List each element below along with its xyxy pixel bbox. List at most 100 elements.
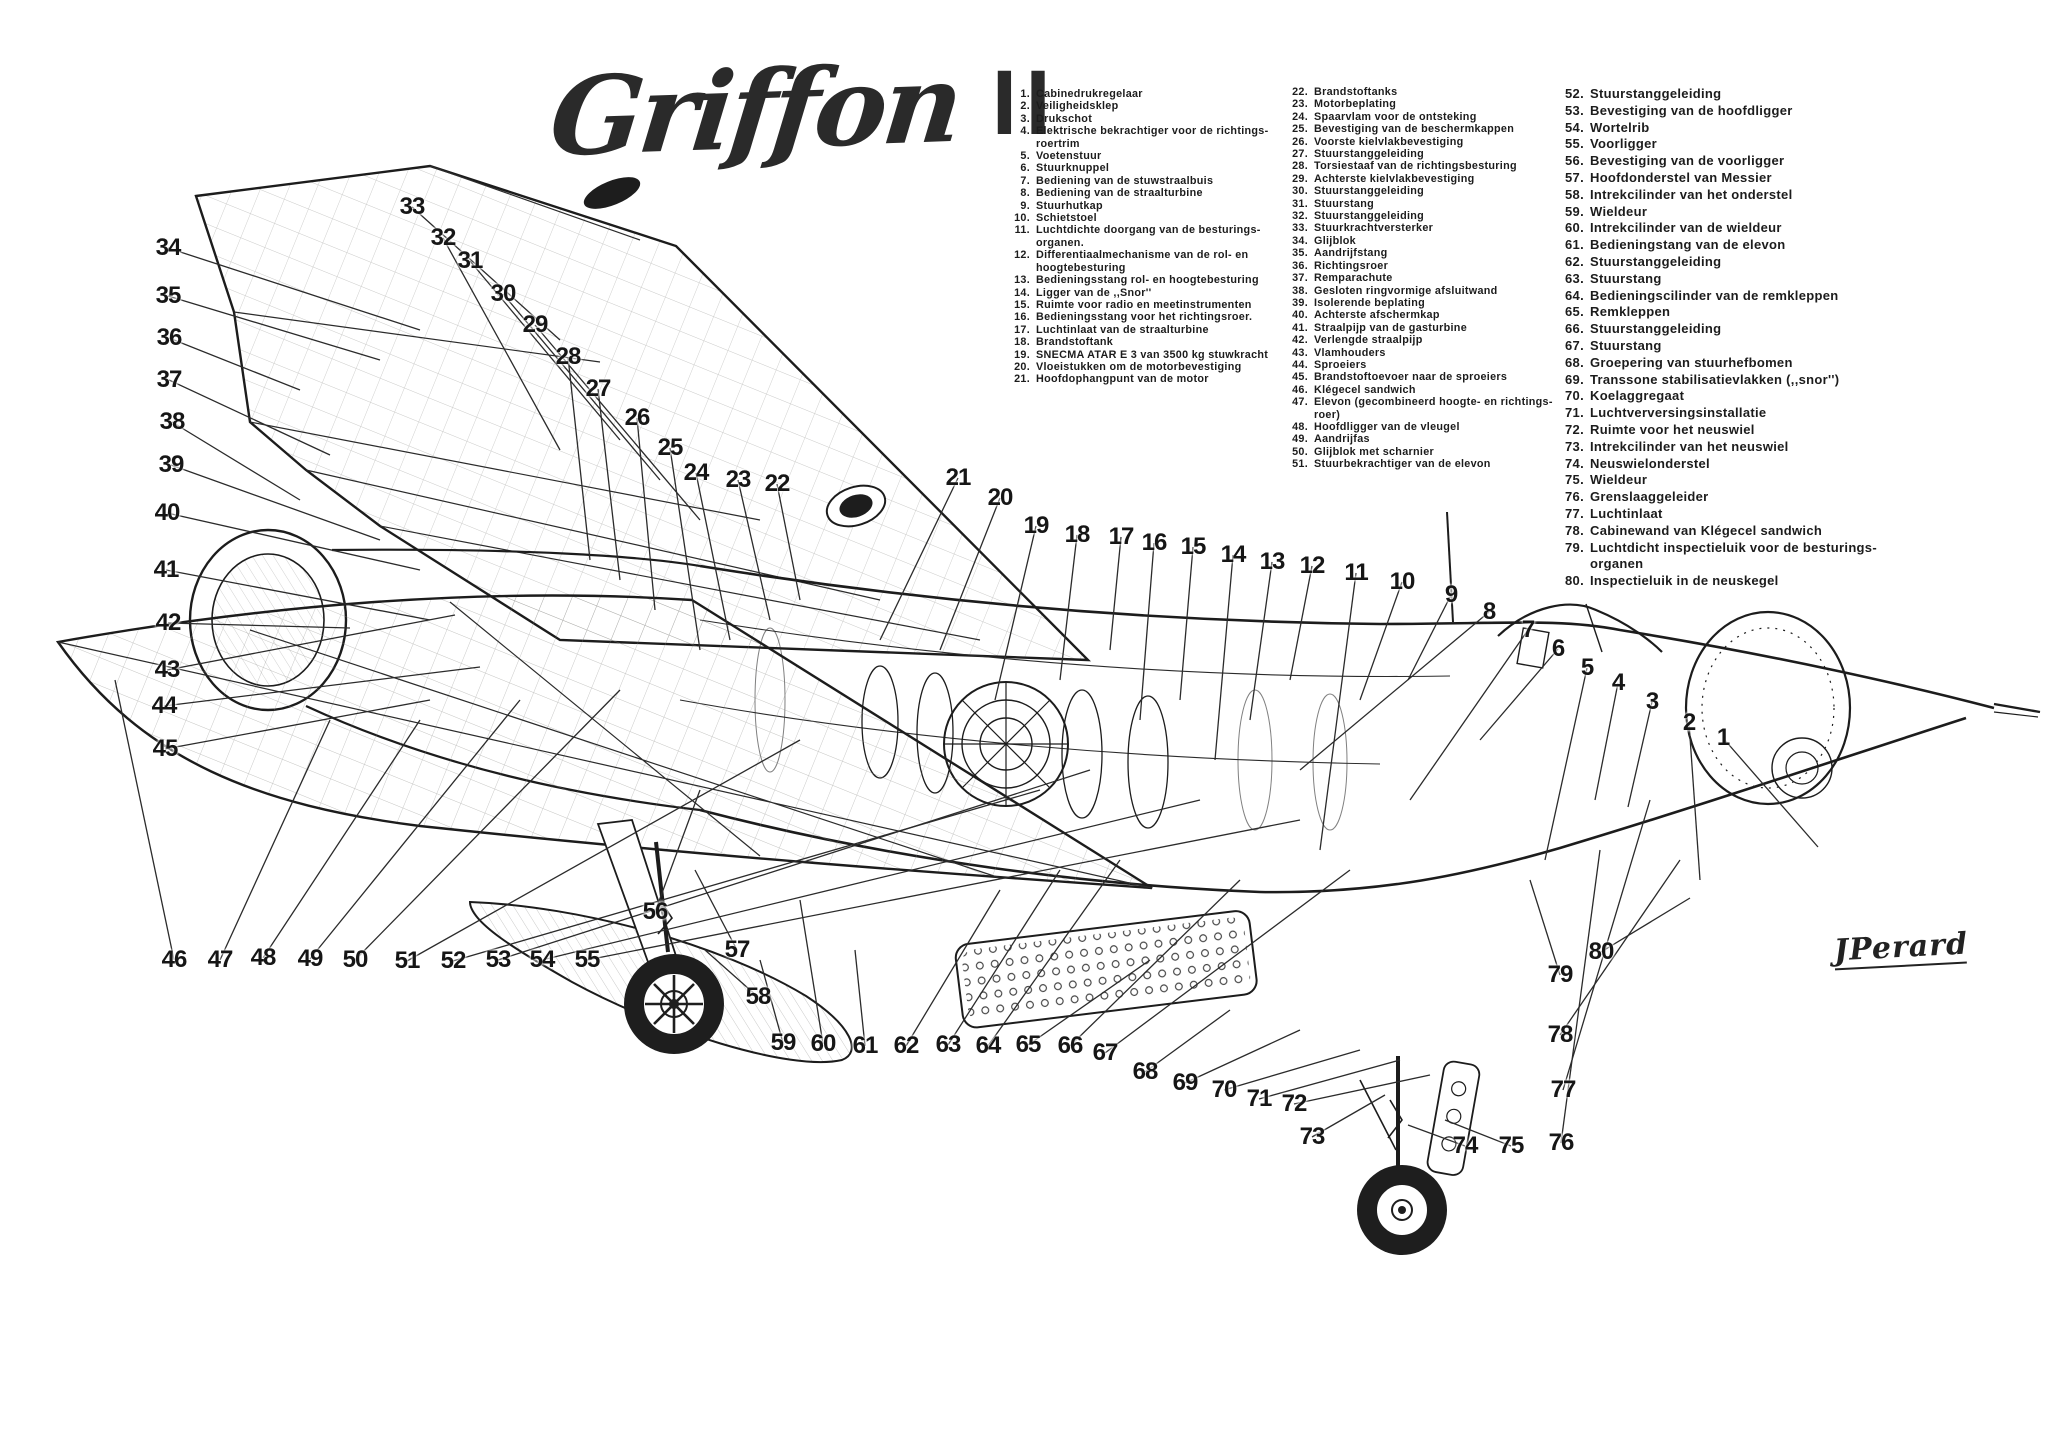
- air-brake-panel: [954, 910, 1258, 1029]
- legend-item-label: Bediening van de stuwstraalbuis: [1036, 174, 1214, 187]
- legend-item-number: 17.: [1014, 323, 1030, 336]
- legend-item-53: 53.Bevestiging van de hoofdligger: [1556, 103, 1902, 120]
- legend-item-number: 77.: [1565, 505, 1584, 521]
- callout-number-20: 20: [987, 484, 1014, 511]
- leader-line-12: [1289, 565, 1313, 681]
- legend-item-number: 13.: [1014, 274, 1030, 287]
- leader-line-49: [309, 699, 521, 960]
- callout-number-10: 10: [1389, 568, 1416, 595]
- leader-line-38: [171, 421, 301, 501]
- callout-number-43: 43: [154, 656, 181, 683]
- leader-line-24: [695, 472, 731, 641]
- legend-item-number: 7.: [1020, 174, 1030, 187]
- leader-line-10: [1359, 581, 1403, 701]
- legend-item-label: Stuurstanggeleiding: [1314, 185, 1425, 198]
- legend-item-number: 76.: [1565, 489, 1584, 505]
- legend-item-label: Motorbeplating: [1314, 98, 1397, 111]
- callout-number-61: 61: [852, 1032, 879, 1059]
- leader-line-52: [452, 789, 1041, 962]
- legend-item-label: Achterste kielvlakbevestiging: [1314, 172, 1475, 185]
- legend-item-label: Ruimte voor het neuswiel: [1590, 421, 1755, 437]
- legend-item-65: 65.Remkleppen: [1556, 304, 1902, 321]
- legend-item-number: 4.: [1020, 125, 1030, 138]
- legend-item-40: 40.Achterste afschermkap: [1286, 309, 1558, 321]
- legend-item-25: 25.Bevestiging van de beschermkappen: [1286, 123, 1558, 135]
- callout-number-48: 48: [250, 944, 277, 971]
- leader-line-45: [164, 699, 431, 750]
- leader-line-37: [168, 379, 331, 456]
- legend-item-12: 12.Differentiaalmechanisme van de rol- e…: [1008, 249, 1278, 274]
- leader-line-50: [354, 689, 621, 961]
- legend-item-label: Koelaggregaat: [1590, 388, 1685, 404]
- legend-item-label: Luchtdichte doorgang van de besturings-o…: [1036, 224, 1261, 249]
- callout-number-59: 59: [770, 1029, 797, 1056]
- legend-item-label: Spaarvlam voor de ontsteking: [1314, 110, 1477, 123]
- callout-number-27: 27: [585, 375, 612, 402]
- leader-line-64: [987, 859, 1121, 1047]
- legend-item-number: 71.: [1565, 405, 1584, 421]
- legend-item-66: 66.Stuurstanggeleiding: [1556, 321, 1902, 338]
- legend-item-32: 32.Stuurstanggeleiding: [1286, 210, 1558, 222]
- legend-item-label: Veiligheidsklep: [1036, 100, 1119, 113]
- leader-line-9: [1407, 594, 1452, 681]
- legend-item-label: Wortelrib: [1590, 119, 1650, 135]
- legend-item-72: 72. Ruimte voor het neuswiel: [1556, 422, 1902, 439]
- leader-line-42: [167, 622, 351, 629]
- callout-number-76: 76: [1548, 1129, 1575, 1156]
- leader-line-7: [1409, 629, 1529, 801]
- legend-item-number: 26.: [1292, 135, 1308, 148]
- callout-number-31: 31: [457, 247, 484, 274]
- legend-item-79: 79.Luchtdicht inspectieluik voor de best…: [1556, 540, 1902, 574]
- legend-item-number: 18.: [1014, 336, 1030, 349]
- legend-item-9: 9.Stuurhutkap: [1008, 200, 1278, 212]
- legend-item-number: 1.: [1020, 88, 1030, 100]
- legend-item-number: 52.: [1565, 86, 1584, 101]
- legend-item-number: 37.: [1292, 272, 1308, 285]
- ejection-seat: [1516, 627, 1550, 669]
- callout-number-35: 35: [155, 282, 182, 309]
- legend-item-label: Stuurstanggeleiding: [1590, 253, 1722, 269]
- leader-line-57: [694, 869, 738, 951]
- legend-item-69: 69. Transsone stabilisatievlakken (,,snor…: [1556, 372, 1902, 389]
- nose-cone: [1684, 610, 2041, 806]
- legend-item-label: Stuurkrachtversterker: [1314, 222, 1434, 235]
- leader-line-62: [905, 889, 1001, 1047]
- legend-item-number: 64.: [1565, 287, 1584, 303]
- callout-number-6: 6: [1551, 635, 1565, 662]
- legend-item-18: 18.Brandstoftank: [1008, 336, 1278, 348]
- legend-item-37: 37.Remparachute: [1286, 272, 1558, 284]
- legend-item-label: Schietstoel: [1036, 212, 1097, 225]
- legend-item-number: 72.: [1565, 421, 1584, 437]
- callout-number-7: 7: [1521, 616, 1535, 643]
- legend-item-number: 20.: [1014, 360, 1030, 373]
- legend-item-number: 10.: [1014, 212, 1030, 225]
- callout-number-65: 65: [1015, 1031, 1042, 1058]
- callout-number-32: 32: [430, 224, 457, 251]
- legend-item-label: Transsone stabilisatievlakken (,,snor''): [1590, 371, 1840, 387]
- legend-item-number: 53.: [1565, 102, 1584, 118]
- legend-item-24: 24.Spaarvlam voor de ontsteking: [1286, 111, 1558, 123]
- legend-item-35: 35.Aandrijfstang: [1286, 247, 1558, 259]
- legend-item-label: Glijblok: [1314, 234, 1356, 247]
- leader-line-74: [1407, 1124, 1466, 1147]
- leader-line-33: [411, 206, 561, 341]
- legend-item-number: 40.: [1292, 309, 1308, 322]
- legend-item-2: 2.Veiligheidsklep: [1008, 100, 1278, 112]
- legend-item-7: 7. Bediening van de stuwstraalbuis: [1008, 175, 1278, 187]
- leader-line-75: [1444, 1119, 1512, 1147]
- legend-item-59: 59.Wieldeur: [1556, 204, 1902, 221]
- leader-line-5: [1544, 667, 1588, 861]
- legend-item-number: 49.: [1292, 433, 1308, 446]
- callout-number-78: 78: [1547, 1021, 1574, 1048]
- legend-item-number: 69.: [1565, 371, 1584, 387]
- callout-number-53: 53: [485, 946, 512, 973]
- leader-line-11: [1319, 572, 1357, 851]
- callout-number-42: 42: [155, 609, 182, 636]
- legend-item-number: 62.: [1565, 253, 1584, 269]
- callout-number-36: 36: [156, 324, 183, 351]
- legend-item-47: 47.Elevon (gecombineerd hoogte- en richt…: [1286, 396, 1558, 421]
- title-script: Griffon: [544, 40, 966, 182]
- legend-item-63: 63.Stuurstang: [1556, 271, 1902, 288]
